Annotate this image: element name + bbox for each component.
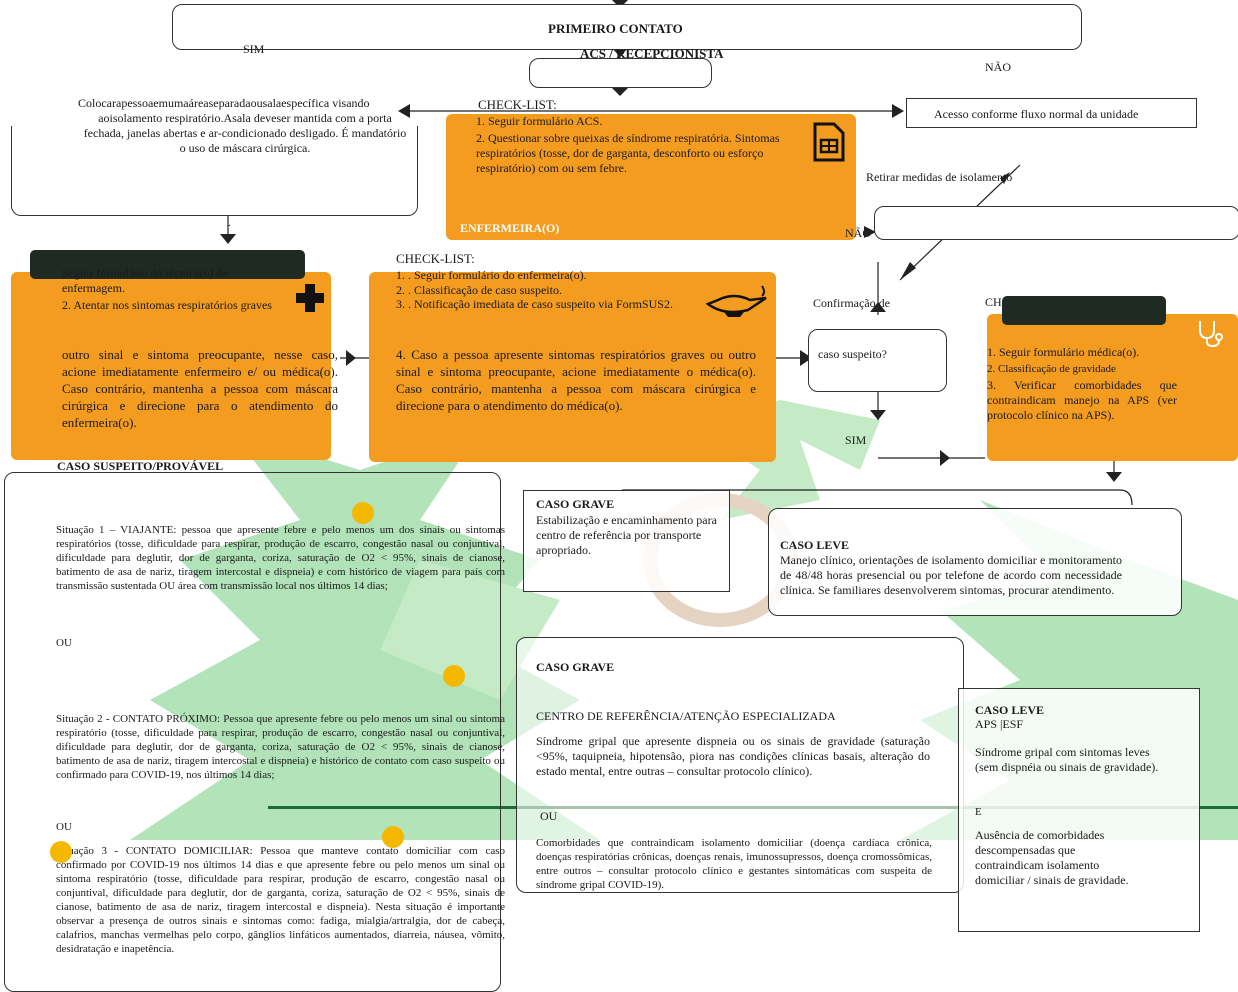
tecnico-item-1: Seguir formulário do técnica(o) de enfer… <box>62 266 228 295</box>
enfermeiro-item-4-number: 4 <box>396 347 403 362</box>
isolation-text: aoisolamento respiratório.Asala deveser … <box>83 111 407 155</box>
acs-checklist-header: CHECK-LIST: <box>478 97 557 112</box>
tecnico-box <box>11 272 331 460</box>
caso-grave-1-box <box>523 490 730 592</box>
caso-leve-2-subtitle: APS |ESF <box>975 717 1024 731</box>
ch-partial-label: CH <box>985 295 1002 309</box>
caso-suspeito-question: caso suspeito? <box>818 347 887 361</box>
situacao-3: Situação 3 - CONTATO DOMICILIAR: Pessoa … <box>56 845 505 955</box>
enfermeiro-item-1: 1. . Seguir formulário do enfermeira(o). <box>396 268 587 282</box>
yellow-dot <box>50 841 72 863</box>
situacao-1: Situação 1 – VIAJANTE: pessoa que aprese… <box>56 524 505 592</box>
retirar-box <box>874 206 1238 240</box>
enfermeira-label: ENFERMEIRA(O) <box>460 221 560 235</box>
enfermeiro-item-4: 4. Caso a pessoa apresente sintomas resp… <box>396 346 756 414</box>
caso-leve-1-box <box>768 508 1182 616</box>
isolation-box <box>11 126 418 216</box>
medical-cross-icon <box>296 284 324 312</box>
tecnico-item-2: 2. Atentar nos sintomas respiratórios gr… <box>62 298 272 312</box>
acesso-text: Acesso conforme fluxo normal da unidade <box>934 107 1139 121</box>
acesso-box <box>906 98 1197 128</box>
caso-grave-2-subtitle: CENTRO DE REFERÊNCIA/ATENÇÃO ESPECIALIZA… <box>536 709 836 723</box>
ou-2: OU <box>56 821 72 833</box>
enfermeiro-checklist-header: CHECK-LIST: <box>396 251 475 266</box>
sim-bottom-label: SIM <box>845 433 867 447</box>
spreadsheet-icon <box>813 122 845 162</box>
lamp-icon <box>705 285 767 317</box>
confirmacao-box <box>808 329 947 392</box>
yellow-dot <box>352 502 374 524</box>
acs-box <box>529 58 712 88</box>
acs-item-1: 1. Seguir formulário ACS. <box>476 114 603 128</box>
isolation-dot: . <box>228 217 231 229</box>
acs-recepcionista-label: ACS / RECEPCIONISTA <box>580 46 724 61</box>
caso-grave-2-p2: Comorbidades que contraindicam isolament… <box>536 837 932 891</box>
nao-mid-label: NÃO <box>845 226 871 240</box>
primeiro-contato-title: PRIMEIRO CONTATO <box>548 21 683 36</box>
caso-leve-2-title: CASO LEVE <box>975 703 1045 717</box>
medico-item-2: 2. Classificação de gravidade <box>987 363 1116 375</box>
caso-grave-2-title: CASO GRAVE <box>536 660 615 674</box>
caso-leve-1-title: CASO LEVE <box>780 538 850 552</box>
tecnico-header-bar <box>30 250 305 279</box>
caso-leve-1-text: Manejo clínico, orientações de isolament… <box>780 553 1122 597</box>
medico-box <box>987 314 1238 461</box>
situacao-2: Situação 2 - CONTATO PRÓXIMO: Pessoa que… <box>56 713 505 781</box>
yellow-dot <box>382 826 404 848</box>
acs-item-2: 2. Questionar sobre queixas de síndrome … <box>476 131 780 175</box>
caso-leve-2-e: E <box>975 806 982 818</box>
caso-leve-2-box <box>958 688 1200 932</box>
medico-header-bar <box>1002 296 1166 325</box>
nao-top-label: NÃO <box>985 60 1011 74</box>
confirmacao-label: Confirmação de <box>813 296 890 310</box>
stethoscope-icon <box>1199 321 1223 348</box>
caso-grave-1-text: Estabilização e encaminhamento para cent… <box>536 513 717 557</box>
enfermeiro-item-2: 2. . Classificação de caso suspeito. <box>396 283 562 297</box>
enfermeiro-item-3: 3. . Notificação imediata de caso suspei… <box>396 297 673 311</box>
retirar-label: Retirar medidas de isolamento <box>866 170 1013 184</box>
caso-grave-2-ou: OU <box>540 809 558 823</box>
tecnico-item-3: outro sinal e sintoma preocupante, nesse… <box>62 347 338 430</box>
caso-grave-2-box <box>516 637 964 893</box>
medico-item-3: 3. Verificar comorbidades que contraindi… <box>987 378 1177 422</box>
caso-leve-2-p1: Síndrome gripal com sintomas leves (sem … <box>975 745 1159 774</box>
yellow-dot <box>443 665 465 687</box>
ou-1: OU <box>56 637 72 649</box>
isolation-line1: Colocarapessoaemumaáreaseparadaousalaesp… <box>78 96 370 110</box>
caso-leve-2-p2: Ausência de comorbidades descompensadas … <box>975 828 1129 887</box>
caso-suspeito-title: CASO SUSPEITO/PROVÁVEL <box>57 459 224 473</box>
caso-grave-1-title: CASO GRAVE <box>536 497 615 511</box>
acs-checklist-box <box>446 114 856 240</box>
primeiro-contato-box <box>172 4 1082 50</box>
caso-grave-2-p1: Síndrome gripal que apresente dispneia o… <box>536 734 930 778</box>
sim-top-label: SIM <box>243 42 265 56</box>
medico-item-1: 1. Seguir formulário médica(o). <box>987 345 1140 359</box>
enfermeiro-item-4-text: . Caso a pessoa apresente sintomas respi… <box>396 347 756 413</box>
